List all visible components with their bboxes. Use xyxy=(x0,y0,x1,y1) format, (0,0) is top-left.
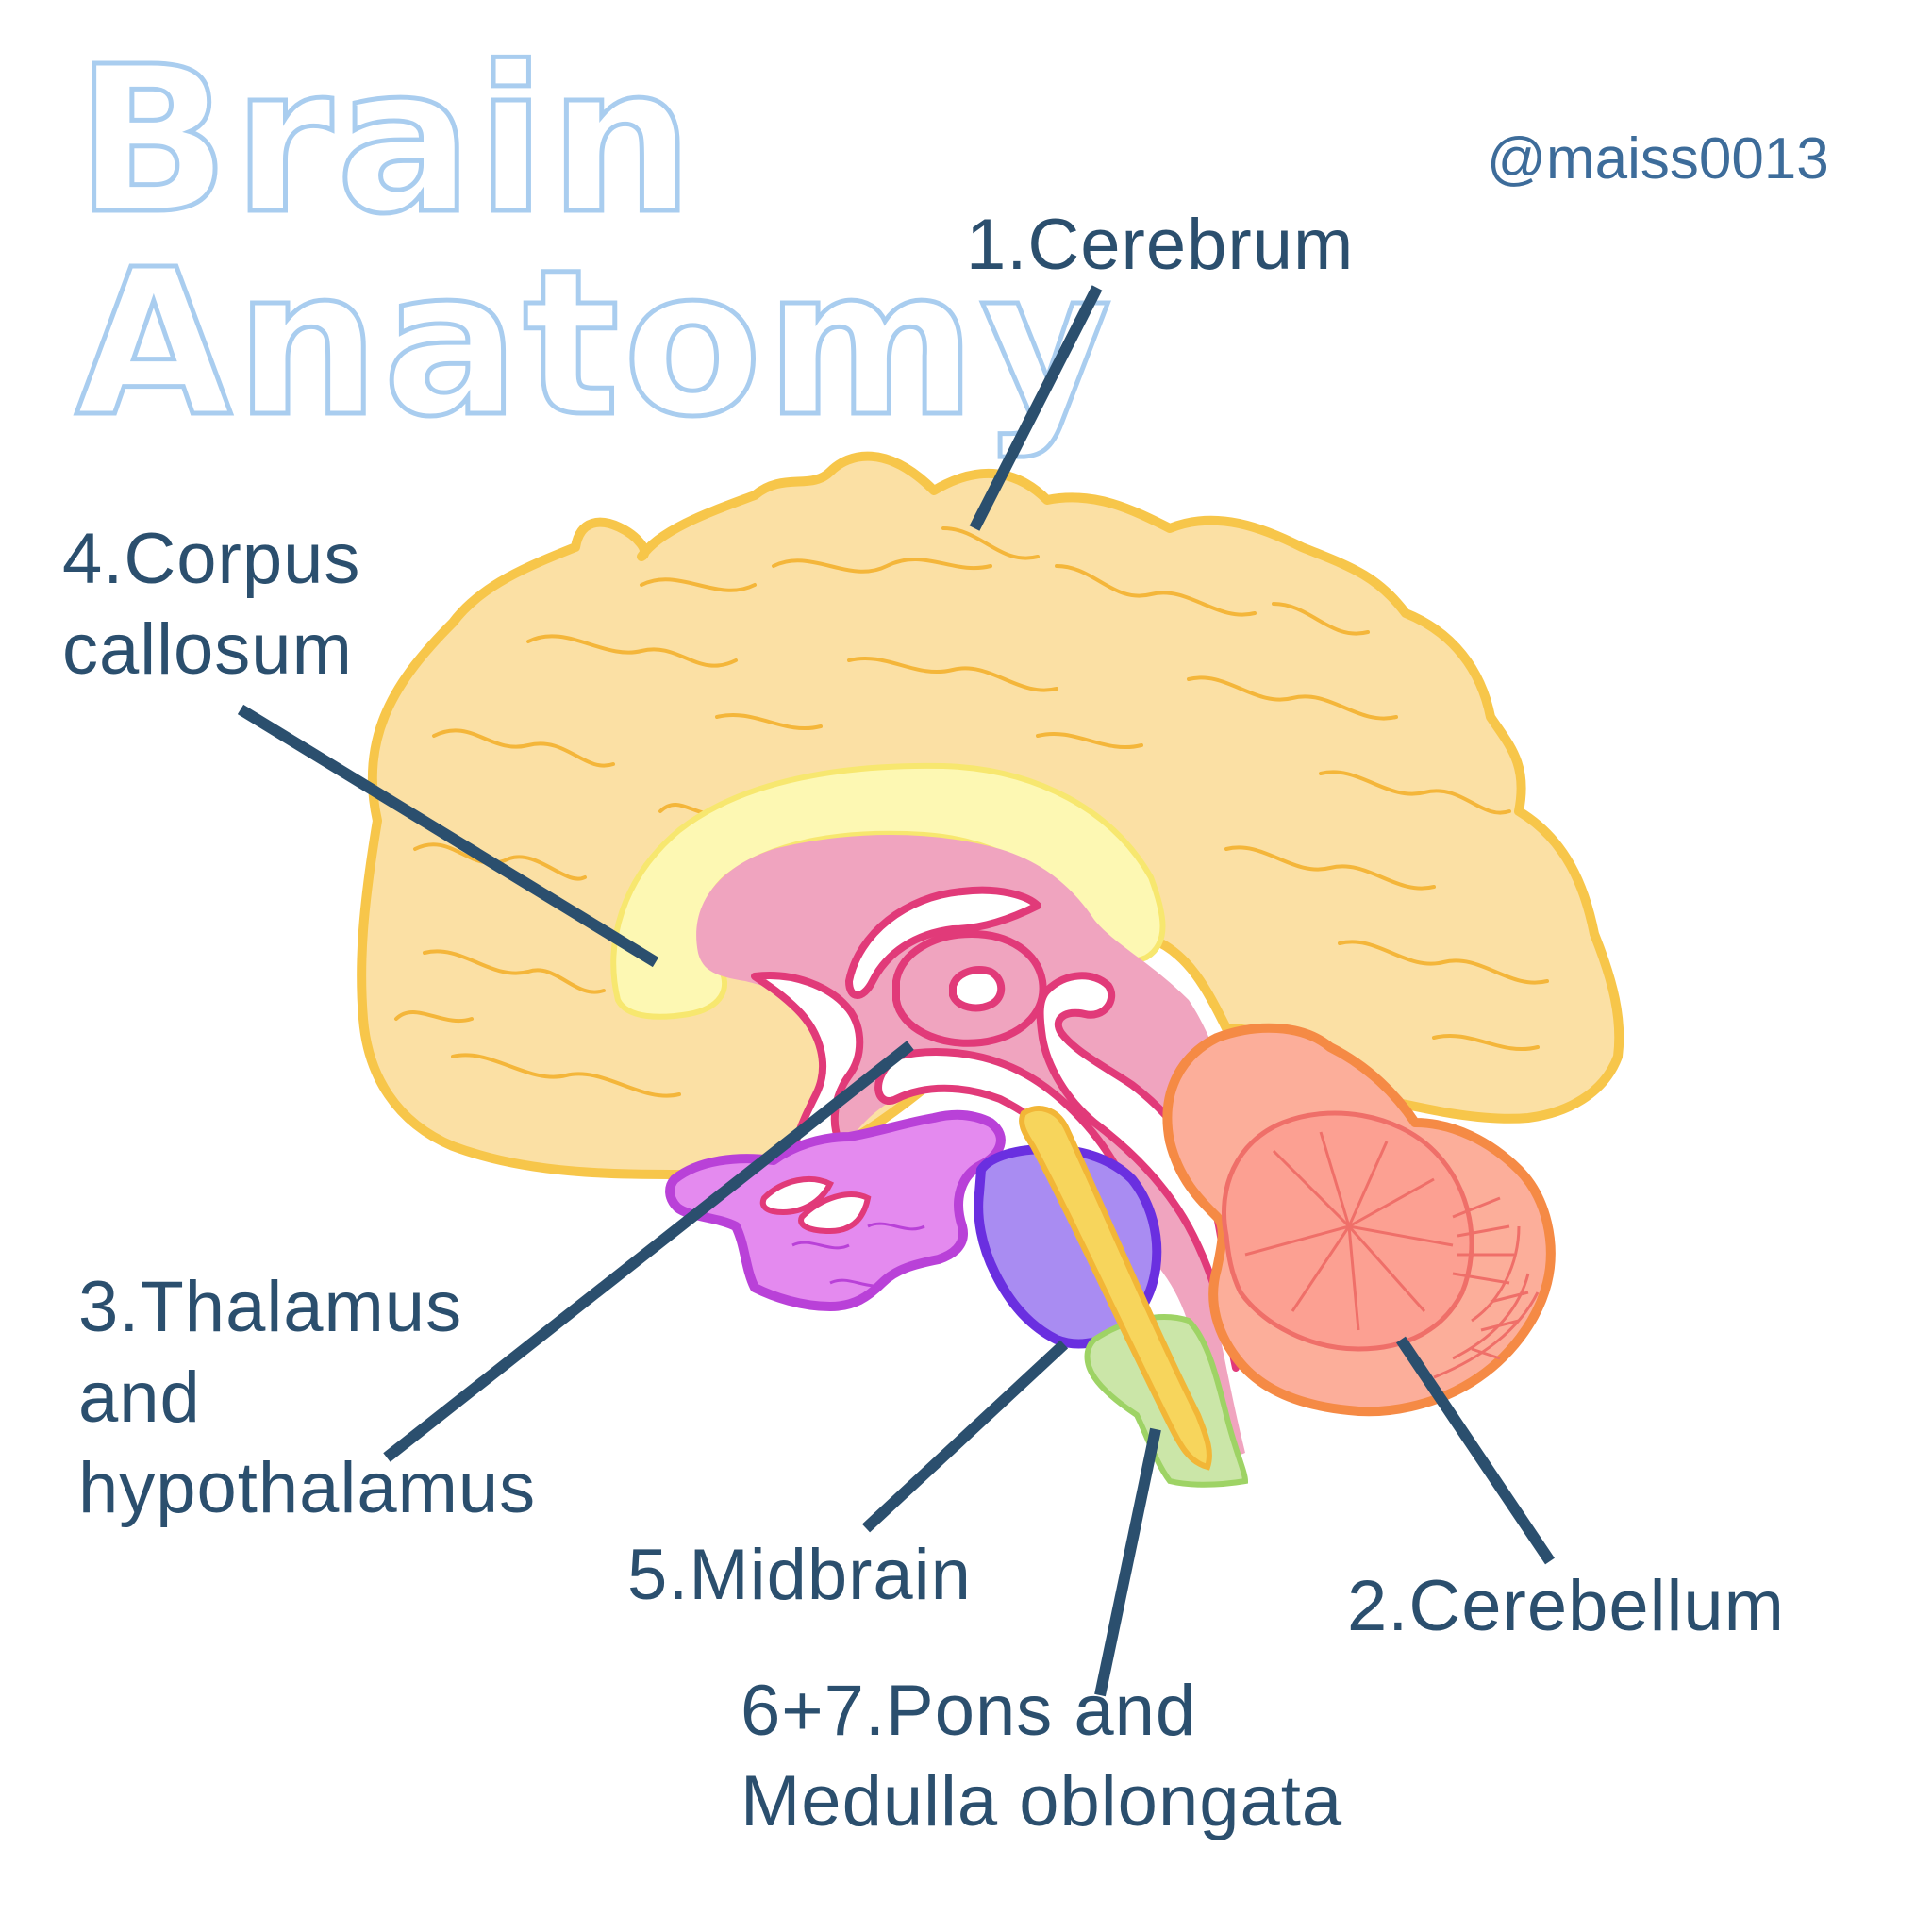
title-line-2: Anatomy xyxy=(73,226,1116,461)
label-corpus-line-2: callosum xyxy=(62,609,353,690)
leader-cerebrum xyxy=(969,285,1103,531)
leader-cerebellum xyxy=(1396,1336,1555,1565)
label-pons-medulla: 6+7.Pons and Medulla oblongata xyxy=(741,1666,1342,1847)
author-handle: @maiss0013 xyxy=(1487,126,1829,192)
leader-midbrain xyxy=(861,1340,1069,1533)
leader-thalamus xyxy=(383,1041,914,1462)
label-thalamus-line-3: hypothalamus xyxy=(78,1448,537,1528)
label-cerebellum: 2.Cerebellum xyxy=(1347,1566,1785,1646)
cerebellum-folia xyxy=(1244,1131,1540,1379)
label-pons-line-1: 6+7.Pons and xyxy=(741,1671,1197,1751)
label-corpus-callosum: 4.Corpus callosum xyxy=(62,514,360,695)
label-corpus-line-1: 4.Corpus xyxy=(62,519,361,599)
cerebellum-inner xyxy=(1222,1110,1474,1352)
leader-corpus-callosum xyxy=(237,704,659,968)
label-cerebrum: 1.Cerebrum xyxy=(966,205,1355,285)
label-midbrain: 5.Midbrain xyxy=(627,1535,972,1615)
hypothalamus-texture xyxy=(791,1222,925,1288)
title-line-1: Brain xyxy=(74,24,697,258)
aqueduct-shape xyxy=(1019,1106,1212,1471)
label-thalamus: 3.Thalamus and hypothalamus xyxy=(78,1262,536,1534)
label-pons-line-2: Medulla oblongata xyxy=(741,1761,1343,1841)
hypothalamus-cutouts xyxy=(759,1176,872,1235)
label-thalamus-line-1: 3.Thalamus xyxy=(78,1267,463,1347)
cerebrum-gyri xyxy=(394,526,1549,1098)
leader-lines xyxy=(237,285,1555,1697)
leader-pons xyxy=(1094,1427,1161,1697)
label-thalamus-line-2: and xyxy=(78,1357,201,1438)
